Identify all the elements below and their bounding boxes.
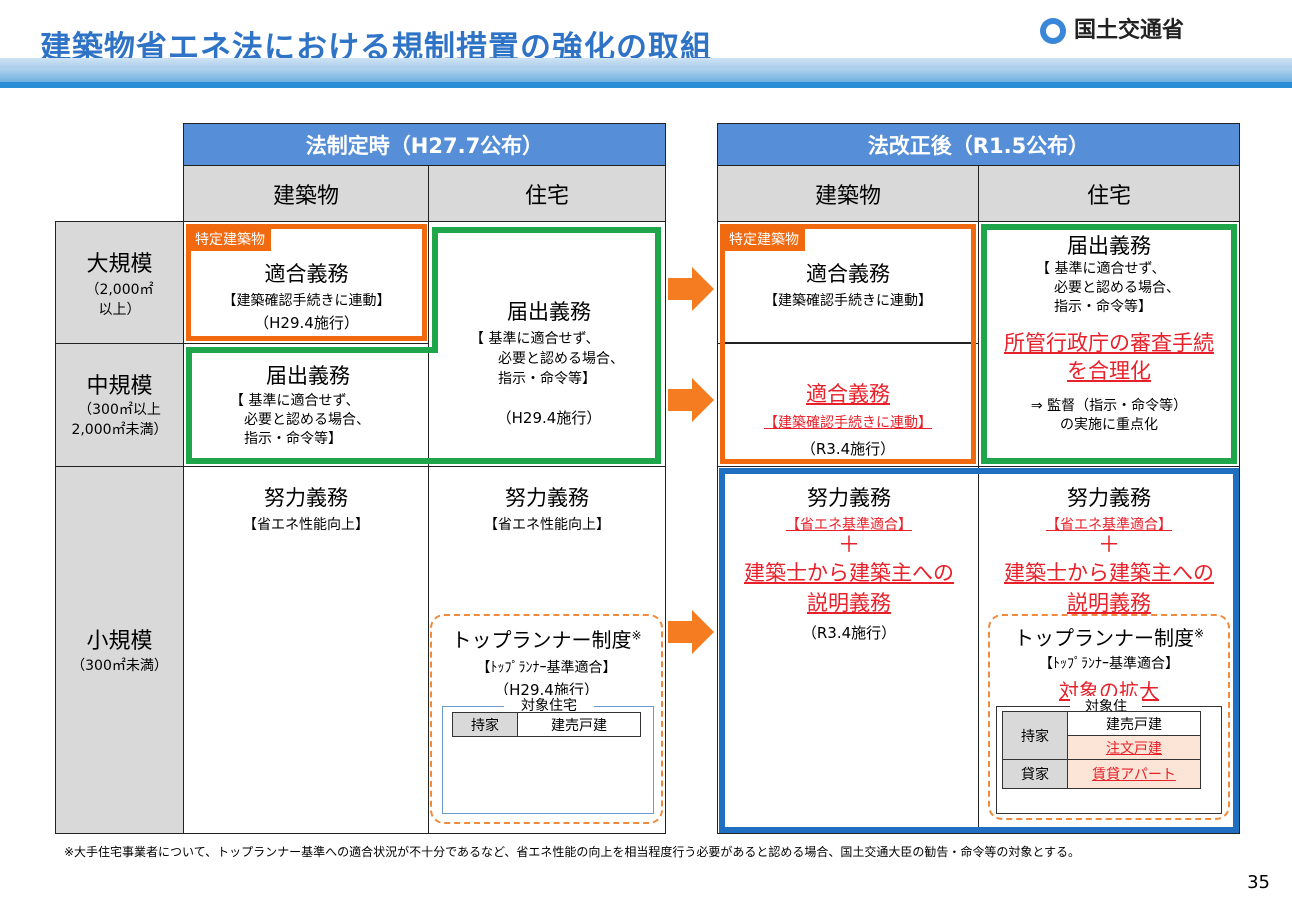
before-building-small-content: 努力義務 【省エネ性能向上】 xyxy=(243,486,369,533)
green-outline-before-b xyxy=(432,227,438,350)
before-housing-title: 届出義務 xyxy=(507,300,591,324)
after-building-large-content: 適合義務 【建築確認手続きに連動】 xyxy=(764,262,932,309)
toprunner-title: トップランナー制度 xyxy=(451,628,632,652)
row-small: 小規模 （300㎡未満） xyxy=(55,466,184,834)
row-mid: 中規模 （300㎡以上 2,000㎡未満） xyxy=(55,343,184,467)
header-rule xyxy=(0,82,1292,88)
green-outline-after xyxy=(981,224,1237,464)
before-building-small-cell xyxy=(183,466,429,834)
after-building-mid-content: 適合義務 【建築確認手続きに連動】 （R3.4施行） xyxy=(764,382,932,458)
header-band-2 xyxy=(0,68,1292,82)
page-number: 35 xyxy=(1247,872,1270,893)
tokutei-box-after xyxy=(720,224,976,464)
after-title: 法改正後（R1.5公布） xyxy=(717,123,1240,166)
after-col-housing: 住宅 xyxy=(978,165,1240,222)
before-housing-lm-content: 届出義務 【 基準に適合せず、 必要と認める場合、 指示・命令等】 （H29.4… xyxy=(440,296,658,428)
green-outline-before-e xyxy=(186,458,661,464)
mlit-logo-icon xyxy=(1040,18,1066,44)
target-table-before: 持家建売戸建 xyxy=(452,712,641,737)
blue-outline-after xyxy=(719,468,1239,833)
after-housing-lm-content: 届出義務 【 基準に適合せず、 必要と認める場合、 指示・命令等】 所管行政庁の… xyxy=(1004,234,1214,433)
arrow-right-1 xyxy=(668,267,714,311)
before-col-building: 建築物 xyxy=(183,165,429,222)
target-table-after: 持家建売戸建 注文戸建 貸家賃貸アパート xyxy=(1002,711,1201,789)
before-large-title: 適合義務 xyxy=(264,262,349,286)
row-small-sub: （300㎡未満） xyxy=(71,658,168,674)
footnote: ※大手住宅事業者について、トップランナー基準への適合状況が不十分であるなど、省エ… xyxy=(64,845,1081,859)
after-divider xyxy=(725,342,971,344)
green-outline-before-d xyxy=(186,347,192,464)
ministry-logo: 国土交通省 xyxy=(1040,12,1184,44)
header-band xyxy=(0,58,1292,68)
tokutei-tag-before: 特定建築物 xyxy=(189,227,271,251)
before-col-housing: 住宅 xyxy=(428,165,666,222)
row-small-label: 小規模 xyxy=(86,629,153,654)
row-mid-sub1: （300㎡以上 xyxy=(78,402,161,418)
before-housing-small-content: 努力義務 【省エネ性能向上】 xyxy=(484,486,610,533)
before-mid-title: 届出義務 xyxy=(266,364,350,388)
row-large-sub: （2,000㎡以上） xyxy=(85,282,154,318)
tokutei-tag-after: 特定建築物 xyxy=(723,227,805,251)
green-outline-before-c xyxy=(186,347,438,353)
before-building-mid-content: 届出義務 【 基準に適合せず、 必要と認める場合、 指示・命令等】 xyxy=(192,360,424,449)
toprunner-box-before: トップランナー制度※ 【ﾄｯﾌﾟﾗﾝﾅｰ基準適合】 （H29.4施行） 対象住宅… xyxy=(430,614,663,824)
before-building-large-content: 適合義務 【建築確認手続きに連動】 （H29.4施行） xyxy=(190,258,423,333)
before-housing-small-cell xyxy=(428,466,666,834)
before-large-sub: 【建築確認手続きに連動】 xyxy=(222,293,391,309)
toprunner-box-after: トップランナー制度※ 【ﾄｯﾌﾟﾗﾝﾅｰ基準適合】 対象の拡大 対象住 持家建売… xyxy=(988,614,1230,820)
before-building-mid-cell xyxy=(183,343,429,467)
after-col-building: 建築物 xyxy=(717,165,979,222)
after-housing-lm-cell xyxy=(978,221,1240,467)
tokutei-box-before xyxy=(186,224,427,341)
after-housing-small-content: 努力義務 【省エネ基準適合】 ＋ 建築士から建築主への 説明義務 xyxy=(1004,486,1214,615)
row-mid-label: 中規模 xyxy=(86,374,153,399)
before-title: 法制定時（H27.7公布） xyxy=(183,123,666,166)
arrow-right-3 xyxy=(668,610,714,654)
arrow-right-2 xyxy=(668,378,714,422)
row-large-label: 大規模 xyxy=(86,252,153,277)
green-outline-before-a xyxy=(432,227,661,464)
row-large: 大規模 （2,000㎡以上） xyxy=(55,221,184,344)
after-building-small-content: 努力義務 【省エネ基準適合】 ＋ 建築士から建築主への 説明義務 （R3.4施行… xyxy=(744,486,954,642)
before-large-date: （H29.4施行） xyxy=(254,314,359,332)
row-mid-sub2: 2,000㎡未満） xyxy=(71,422,168,438)
